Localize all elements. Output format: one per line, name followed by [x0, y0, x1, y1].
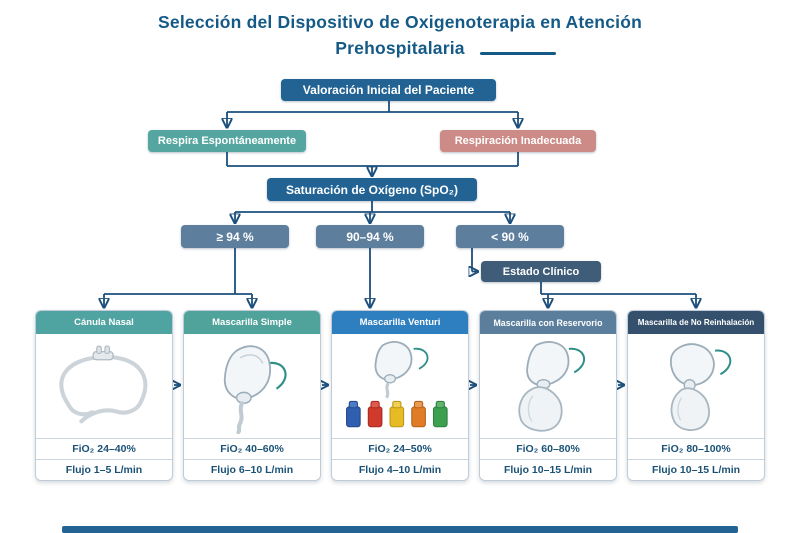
device-card-mascarilla-venturi: Mascarilla Venturi FiO₂ 24–50% Flujo 4–1… — [331, 310, 469, 481]
fio2-value: FiO₂ 80–100% — [628, 438, 764, 459]
flow-value: Flujo 4–10 L/min — [332, 459, 468, 480]
device-name: Mascarilla con Reservorio — [480, 311, 616, 334]
connector-saturation-to-ranges — [235, 201, 510, 222]
device-name: Mascarilla Simple — [184, 311, 320, 334]
connector-branches-to-saturation — [226, 152, 519, 175]
device-card-mascarilla-simple: Mascarilla Simple FiO₂ 40–60% Flujo 6–10… — [183, 310, 321, 481]
footer-accent-bar — [62, 526, 738, 533]
reservoir-mask-icon — [480, 334, 616, 438]
connector-estado-to-devices — [540, 282, 696, 307]
simple-mask-icon — [184, 334, 320, 438]
title-underline — [480, 52, 556, 55]
flow-value: Flujo 10–15 L/min — [628, 459, 764, 480]
fio2-value: FiO₂ 24–50% — [332, 438, 468, 459]
node-inadequate-breathing: Respiración Inadecuada — [440, 130, 596, 152]
non-rebreather-mask-icon — [628, 334, 764, 438]
connector-lt90-to-estado — [472, 248, 477, 272]
device-card-mascarilla-con-reservorio: Mascarilla con Reservorio FiO₂ 60–80% Fl… — [479, 310, 617, 481]
page-title-line2: Prehospitalaria — [335, 38, 465, 58]
node-sat-90-94: 90–94 % — [316, 225, 424, 248]
node-sat-ge-94: ≥ 94 % — [181, 225, 289, 248]
node-breathes-spontaneously: Respira Espontáneamente — [148, 130, 306, 152]
flow-value: Flujo 10–15 L/min — [480, 459, 616, 480]
node-sat-lt-90: < 90 % — [456, 225, 564, 248]
flow-value: Flujo 6–10 L/min — [184, 459, 320, 480]
connector-initial-to-branches — [227, 101, 518, 127]
venturi-mask-icon — [332, 334, 468, 438]
device-name: Cánula Nasal — [36, 311, 172, 334]
node-oxygen-saturation: Saturación de Oxígeno (SpO₂) — [267, 178, 477, 201]
node-initial-assessment: Valoración Inicial del Paciente — [281, 79, 496, 101]
device-name: Mascarilla de No Reinhalación — [628, 311, 764, 334]
device-card-mascarilla-no-reinhalacion: Mascarilla de No Reinhalación FiO₂ 80–10… — [627, 310, 765, 481]
connector-ge94-to-devices — [104, 248, 252, 307]
device-card-canula-nasal: Cánula Nasal FiO₂ 24–40% Flujo 1–5 L/min — [35, 310, 173, 481]
fio2-value: FiO₂ 24–40% — [36, 438, 172, 459]
page-title-line1: Selección del Dispositivo de Oxigenotera… — [158, 12, 642, 32]
nasal-cannula-icon — [36, 334, 172, 438]
fio2-value: FiO₂ 60–80% — [480, 438, 616, 459]
device-name: Mascarilla Venturi — [332, 311, 468, 334]
flow-value: Flujo 1–5 L/min — [36, 459, 172, 480]
node-clinical-status: Estado Clínico — [481, 261, 601, 282]
fio2-value: FiO₂ 40–60% — [184, 438, 320, 459]
